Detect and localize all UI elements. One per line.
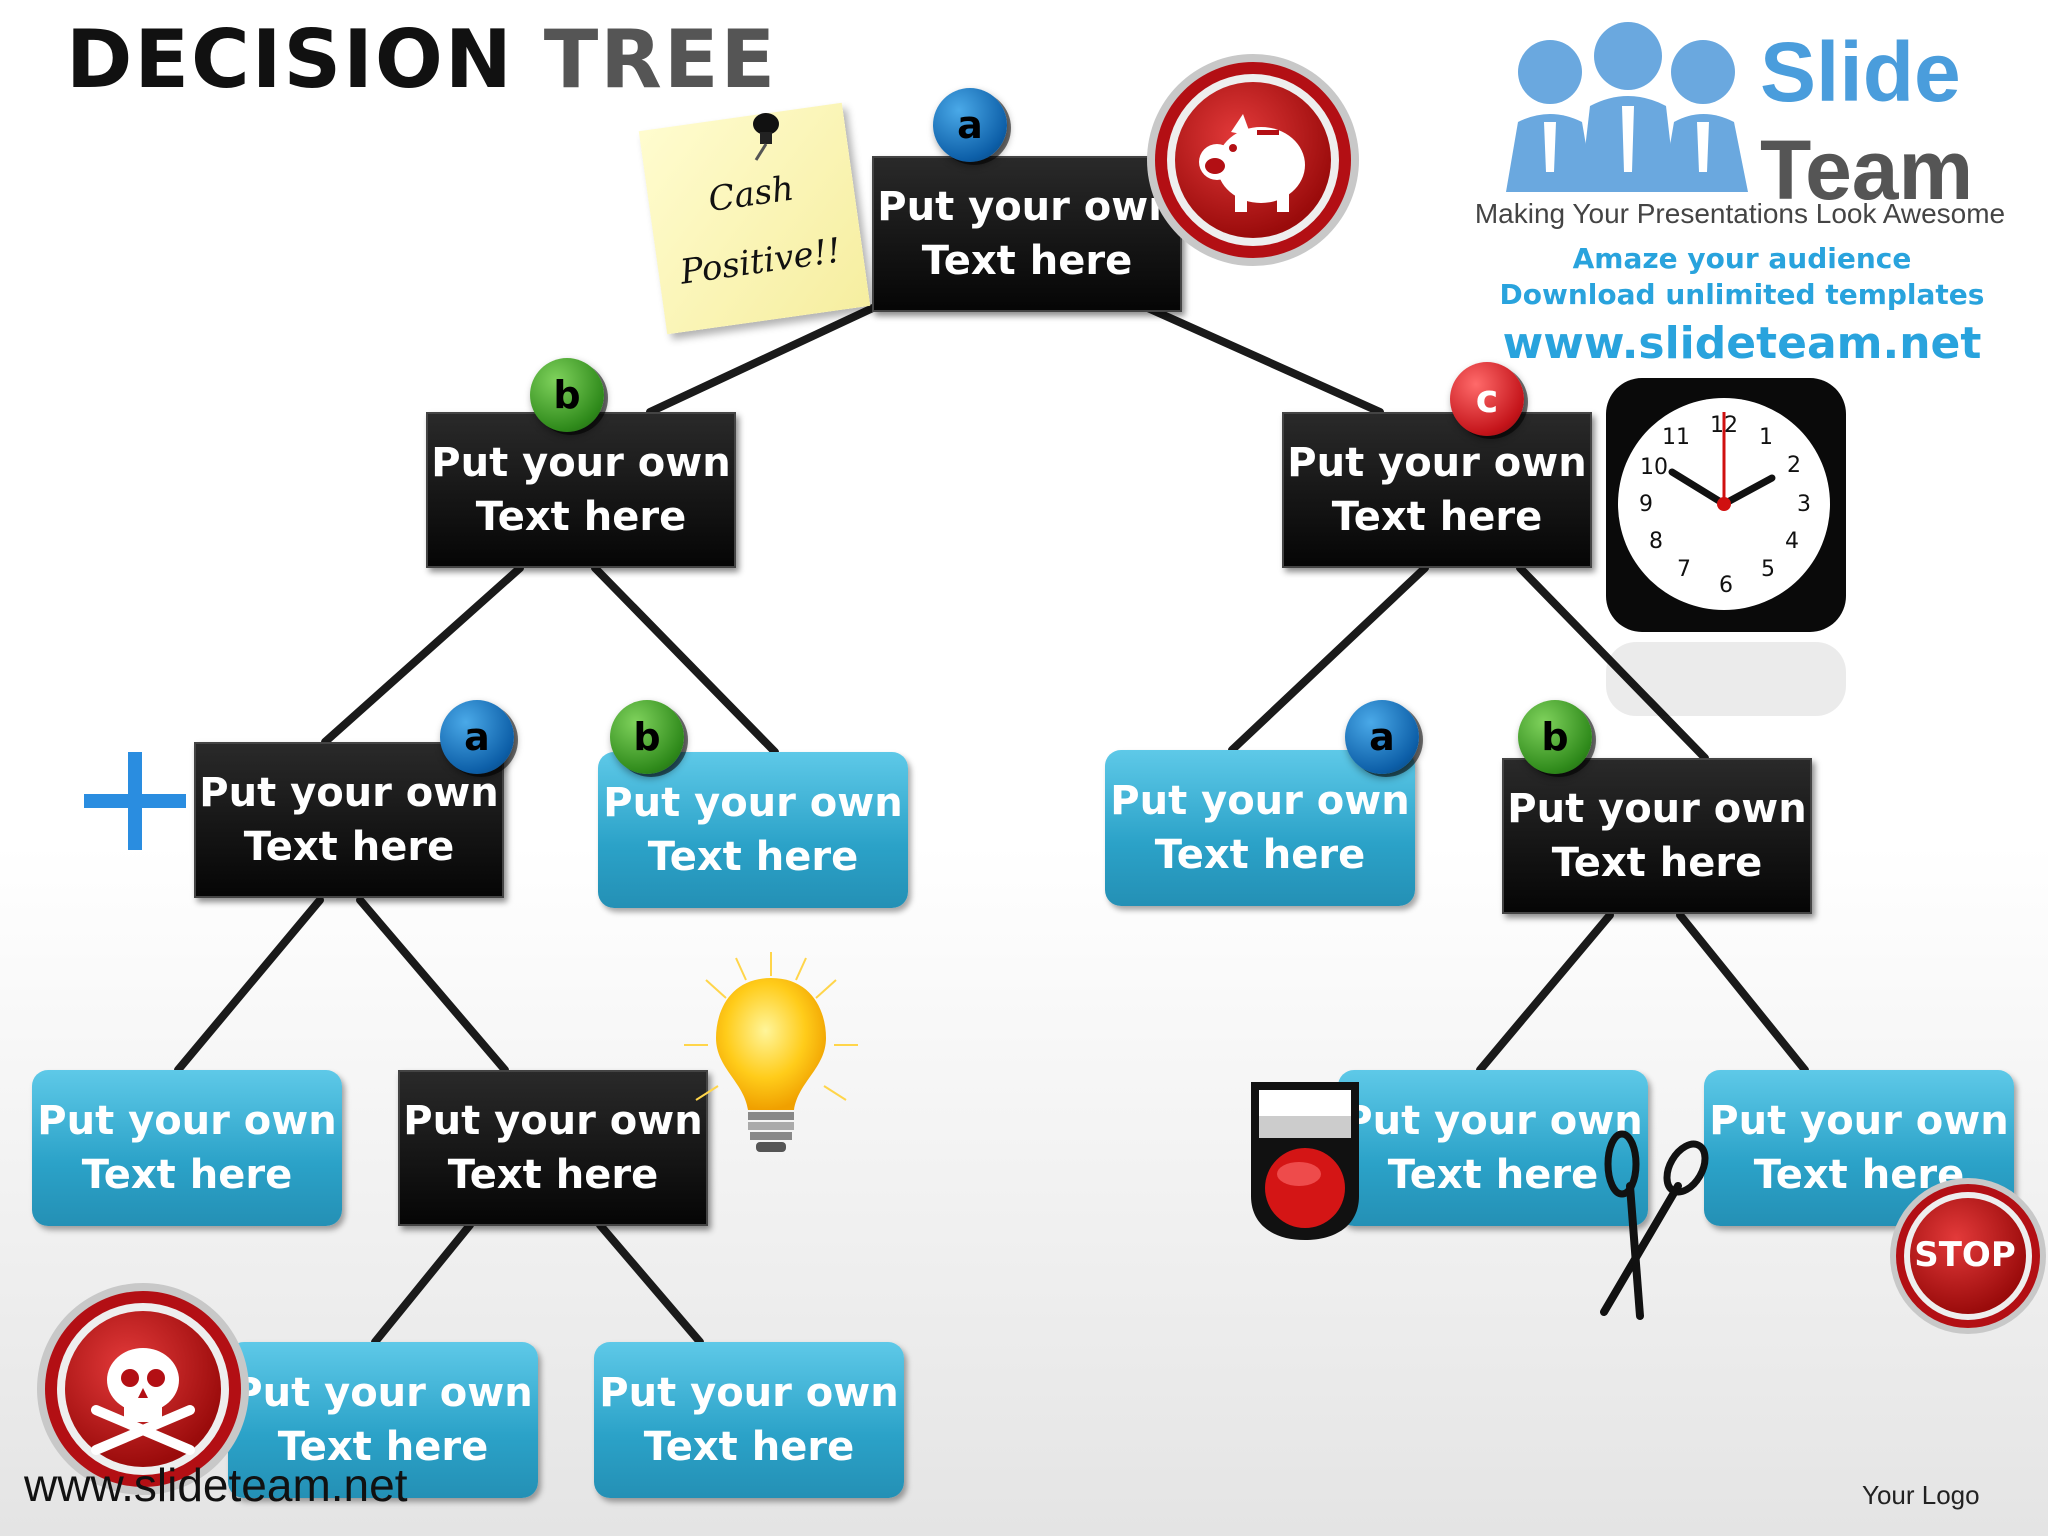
clock-num-11: 11: [1662, 425, 1690, 450]
promo-line-1: Amaze your audience: [1572, 242, 1912, 275]
piggy-bank-icon: [1147, 54, 1359, 266]
node-l3-1[interactable]: Put your own Text here: [32, 1070, 342, 1226]
node-l2-a-left[interactable]: Put your own Text here: [194, 742, 504, 898]
promo-line-2: Download unlimited templates: [1499, 278, 1985, 311]
node-l2-b-right-line1: Put your own: [1507, 786, 1807, 832]
node-l1-right[interactable]: Put your own Text here: [1282, 412, 1592, 568]
connector-r3-right: [1676, 911, 1809, 1074]
footer-url[interactable]: www.slideteam.net: [24, 1459, 408, 1511]
record-button-icon: [1251, 1082, 1359, 1240]
connector-l3-mid: [356, 896, 509, 1074]
node-l2-a-right[interactable]: Put your own Text here: [1105, 750, 1415, 906]
node-l2-a-right-line1: Put your own: [1110, 778, 1410, 824]
badge-b: b: [610, 700, 684, 774]
node-l1-left-line1: Put your own: [431, 440, 731, 486]
plus-icon: [84, 752, 186, 850]
node-r3-1[interactable]: Put your own Text here: [1338, 1070, 1648, 1226]
connector-b-a: [321, 564, 524, 746]
stop-sign-label: STOP: [1914, 1235, 2016, 1275]
scissors-icon: [1600, 1130, 1709, 1320]
promo-url[interactable]: www.slideteam.net: [1502, 318, 1982, 369]
connector-c-b: [1516, 564, 1709, 762]
badge-b: b: [530, 358, 604, 432]
node-l2-b-right-line2: Text here: [1551, 840, 1763, 886]
clock-icon: 12 1 2 3 4 5 6 7 8 9 10 11: [1606, 378, 1846, 716]
node-l2-a-right-line2: Text here: [1154, 832, 1366, 878]
node-r3-1-line1: Put your own: [1343, 1098, 1643, 1144]
connector-l3-left: [174, 896, 324, 1074]
clock-num-2: 2: [1787, 453, 1801, 478]
connector-b-b: [591, 564, 779, 756]
clock-num-4: 4: [1785, 529, 1799, 554]
badge-a: a: [933, 88, 1007, 162]
node-l3-2-line2: Text here: [447, 1152, 659, 1198]
clock-num-1: 1: [1759, 425, 1773, 450]
clock-num-5: 5: [1761, 557, 1775, 582]
node-l2-b-left[interactable]: Put your own Text here: [598, 752, 908, 908]
node-l1-right-line2: Text here: [1331, 494, 1543, 540]
connector-root-b: [646, 296, 894, 416]
node-l4-1-line2: Text here: [277, 1424, 489, 1470]
stop-sign-icon: [1890, 1178, 2046, 1334]
connector-root-c: [1126, 296, 1384, 416]
node-l4-1-line1: Put your own: [233, 1370, 533, 1416]
pushpin-icon: [753, 113, 779, 161]
node-l2-b-left-line1: Put your own: [603, 780, 903, 826]
node-l4-1[interactable]: Put your own Text here: [228, 1342, 538, 1498]
node-l1-left-line2: Text here: [475, 494, 687, 540]
title-word-decision: DECISION: [66, 13, 514, 106]
badge-a: a: [1345, 700, 1419, 774]
sticky-note-text: Cash Positive!!: [645, 146, 867, 309]
your-logo-placeholder: Your Logo: [1862, 1480, 1980, 1510]
node-root-line1: Put your own: [877, 184, 1177, 230]
brand-name-team: Team: [1760, 123, 1974, 217]
node-root-line2: Text here: [921, 238, 1133, 284]
node-l3-1-line1: Put your own: [37, 1098, 337, 1144]
connector-r3-left: [1476, 911, 1614, 1074]
clock-num-10: 10: [1640, 455, 1668, 480]
node-l4-2-line2: Text here: [643, 1424, 855, 1470]
lightbulb-icon: [684, 952, 858, 1152]
node-l3-2-line1: Put your own: [403, 1098, 703, 1144]
skull-crossbones-icon: [37, 1283, 249, 1495]
brand-name-slide: Slide: [1760, 25, 1961, 119]
clock-num-3: 3: [1797, 492, 1811, 517]
node-l4-2-line1: Put your own: [599, 1370, 899, 1416]
node-r3-1-line2: Text here: [1387, 1152, 1599, 1198]
node-l2-b-left-line2: Text here: [647, 834, 859, 880]
brand-tagline: Making Your Presentations Look Awesome: [1474, 198, 2006, 229]
clock-num-8: 8: [1649, 529, 1663, 554]
node-l1-right-line1: Put your own: [1287, 440, 1587, 486]
node-l2-b-right[interactable]: Put your own Text here: [1502, 758, 1812, 914]
node-r3-2-line1: Put your own: [1709, 1098, 2009, 1144]
node-root[interactable]: Put your own Text here: [872, 156, 1182, 312]
node-l3-1-line2: Text here: [81, 1152, 293, 1198]
badge-c: c: [1450, 362, 1524, 436]
badge-a: a: [440, 700, 514, 774]
connector-l4-left: [371, 1221, 474, 1346]
node-l2-a-left-line1: Put your own: [199, 770, 499, 816]
page-title: DECISION TREE: [66, 20, 777, 100]
node-l4-2[interactable]: Put your own Text here: [594, 1342, 904, 1498]
brand-people-logo: [1506, 22, 1748, 192]
clock-num-9: 9: [1639, 492, 1653, 517]
clock-num-6: 6: [1719, 573, 1733, 598]
badge-b: b: [1518, 700, 1592, 774]
node-l3-2[interactable]: Put your own Text here: [398, 1070, 708, 1226]
title-word-tree: TREE: [543, 13, 778, 106]
clock-num-7: 7: [1677, 557, 1691, 582]
connector-l4-right: [596, 1221, 704, 1346]
node-l2-a-left-line2: Text here: [243, 824, 455, 870]
connector-c-a: [1228, 564, 1429, 754]
node-l1-left[interactable]: Put your own Text here: [426, 412, 736, 568]
